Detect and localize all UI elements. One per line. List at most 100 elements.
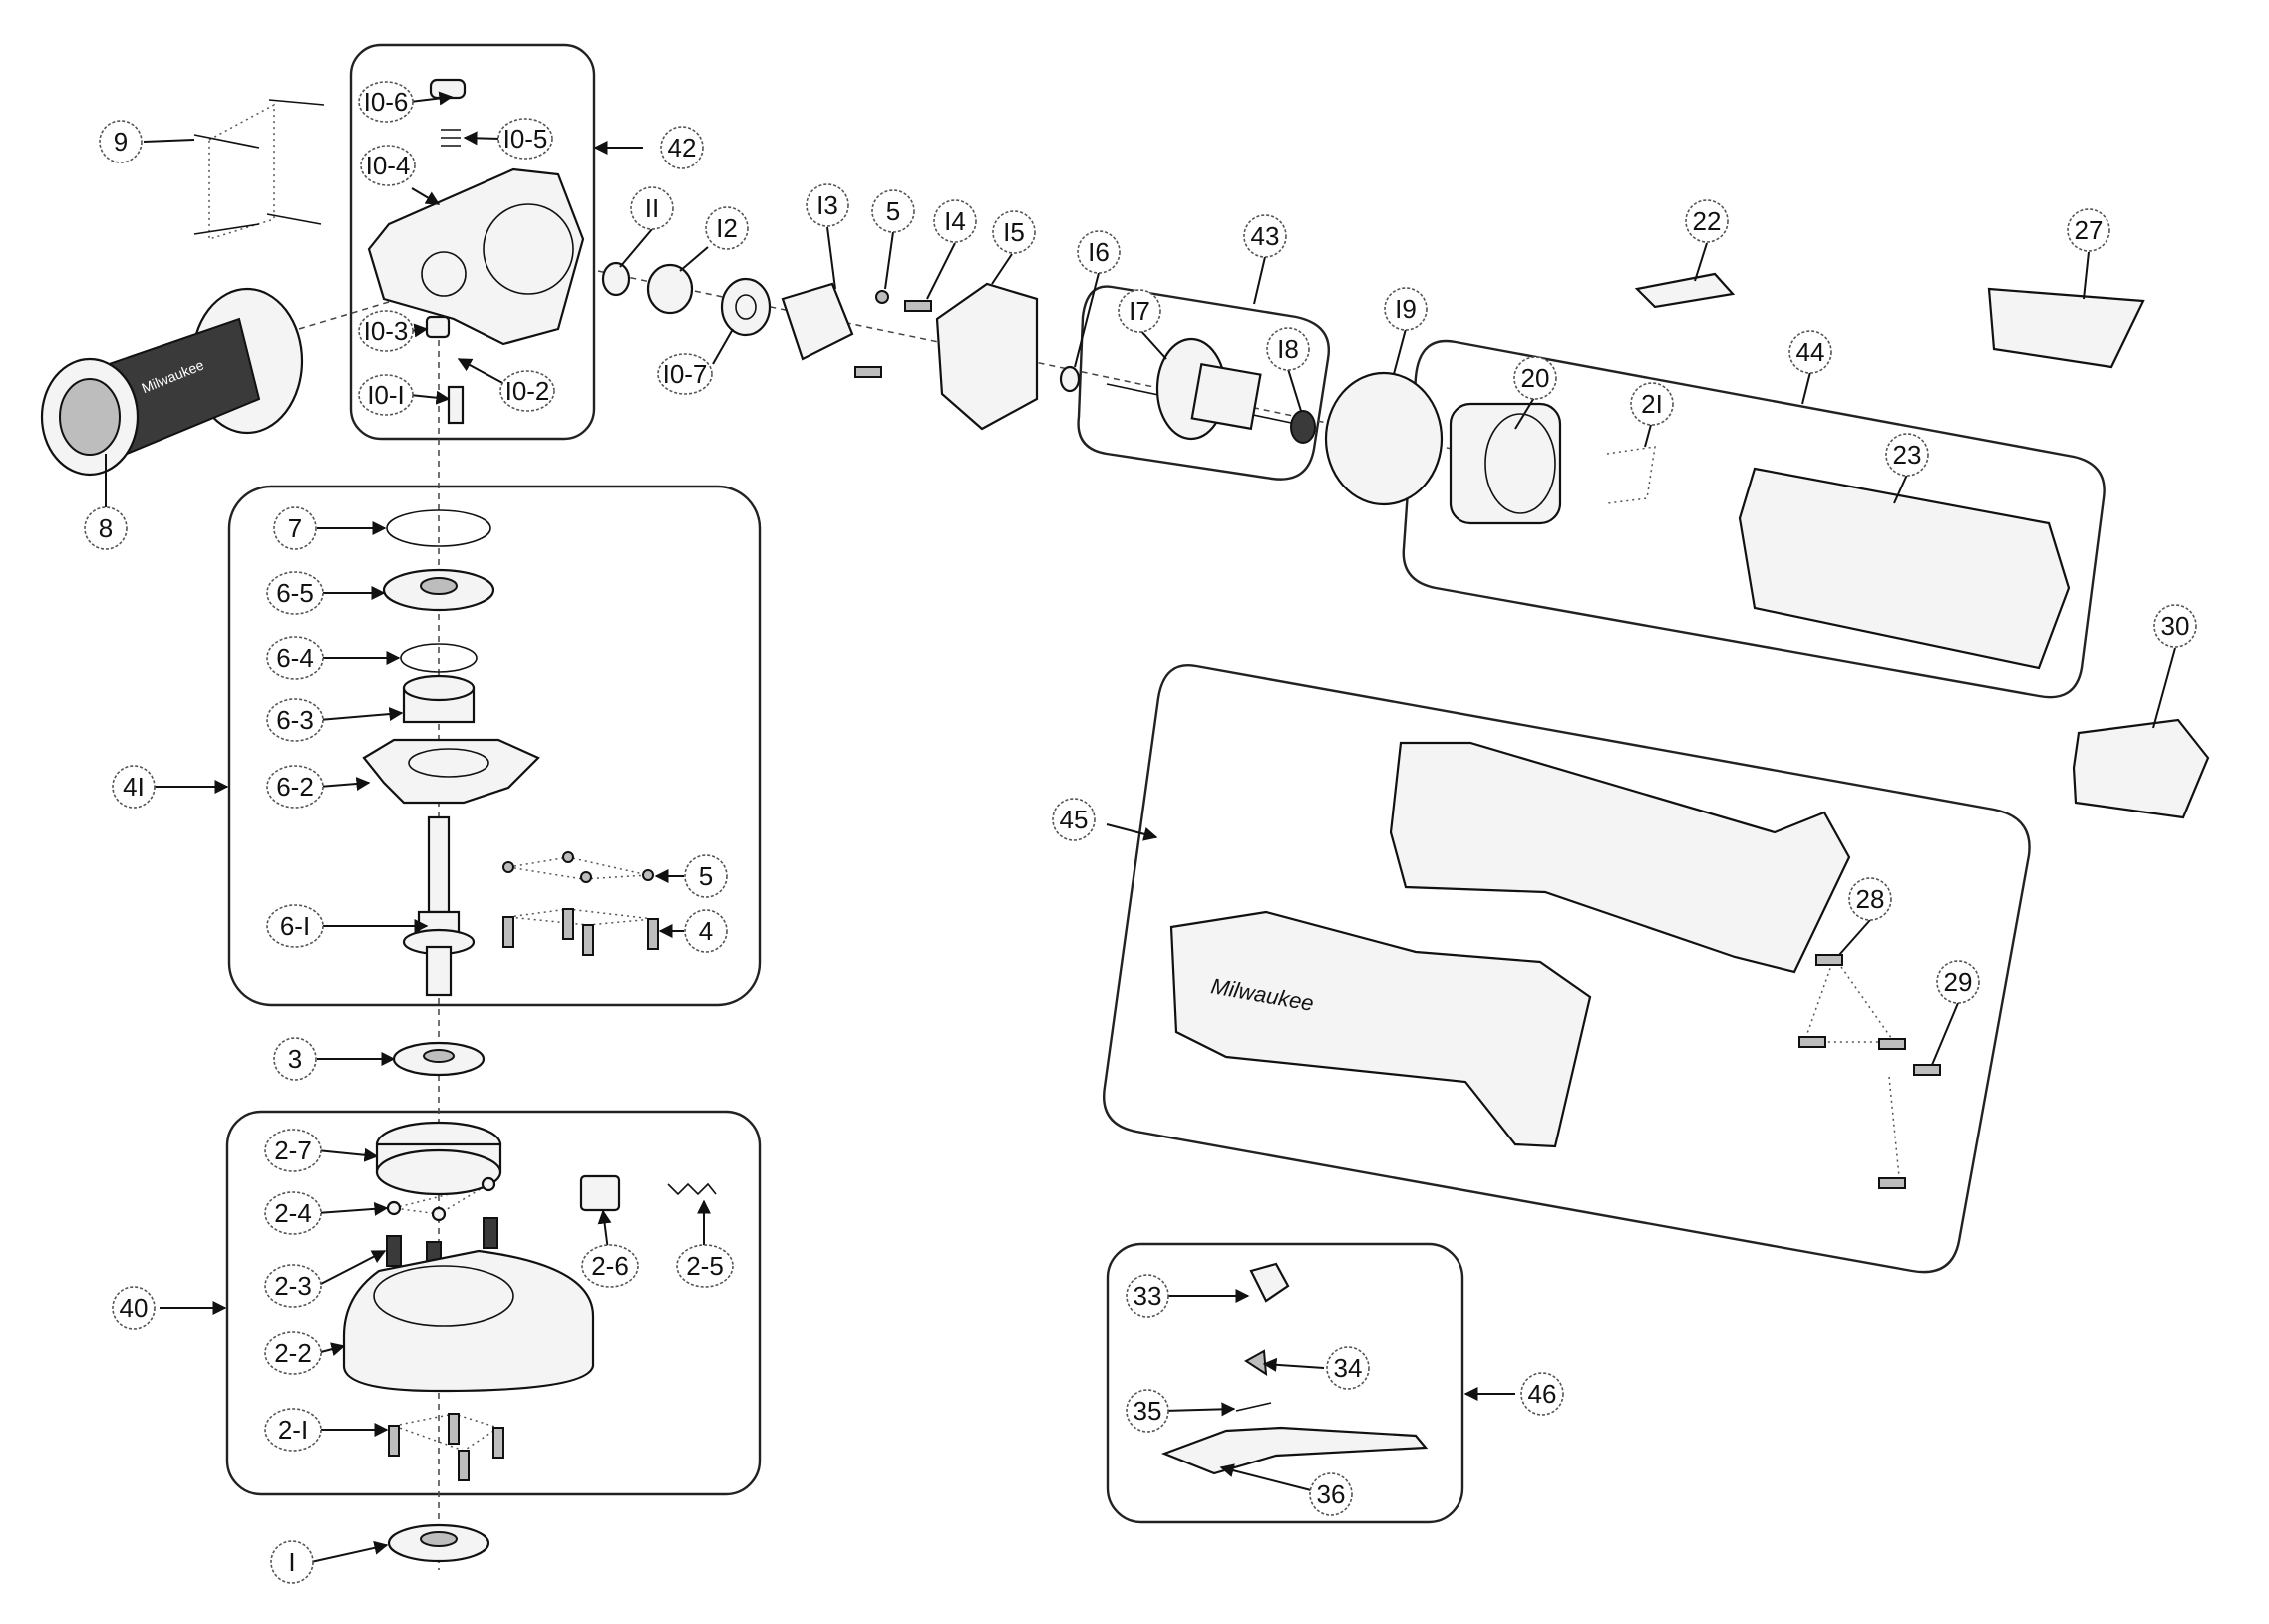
spindle-6-1 [402,815,476,997]
callout-45: 45 [1052,798,1096,841]
callout-2-1-text: 2-I [278,1415,308,1445]
callout-14: I4 [933,199,977,243]
screw-guide-2-1 [393,1413,500,1452]
callout-41: 4I [112,765,156,809]
callout-8: 8 [84,506,128,550]
callout-34: 34 [1326,1346,1370,1390]
callout-15: I5 [992,210,1036,254]
callout-1: I [270,1540,314,1584]
callout-18: I8 [1266,327,1310,371]
callout-10-3: I0-3 [358,310,414,352]
callout-1-text: I [288,1547,295,1577]
callout-2-6: 2-6 [581,1244,639,1288]
outer-flange-1 [387,1523,490,1563]
latch-cover-30 [2072,718,2210,819]
washer-16 [1059,365,1081,393]
callout-28-text: 28 [1856,884,1885,914]
callout-7-text: 7 [288,513,302,543]
bearing-retainer-6-5 [382,568,495,612]
bearing-housing-6-2 [362,738,540,805]
wheel-guard-2-2 [342,1249,595,1393]
callout-6-3: 6-3 [266,698,324,742]
callout-29-text: 29 [1944,967,1973,997]
screws-5-14 [854,290,932,378]
callout-6-3-text: 6-3 [276,705,314,735]
bearing-6-3 [402,674,476,724]
bearing-parts [601,261,772,337]
screw-guide-9 [208,103,275,241]
callout-10-4-text: I0-4 [366,151,411,180]
fan-baffle-15 [935,282,1039,431]
callout-40-text: 40 [120,1293,149,1323]
callout-21-text: 2I [1641,389,1663,419]
callout-2-3: 2-3 [264,1264,322,1308]
assembly-box-42 [349,43,596,441]
o-ring-7 [386,509,491,547]
callout-22-text: 22 [1693,206,1722,236]
callout-10-5-text: I0-5 [503,124,548,154]
callout-14-text: I4 [944,206,966,236]
callout-11-text: II [645,193,659,223]
callout-2-4-text: 2-4 [274,1198,312,1228]
assembly-box-43 [1077,285,1330,481]
callout-5-lower-text: 5 [699,861,713,891]
badge-22 [1634,272,1736,309]
callout-6-4: 6-4 [266,636,324,680]
screws-9 [193,99,325,235]
callout-10-2-text: I0-2 [505,376,550,406]
screw-guide-5 [507,856,649,880]
callout-10-7-text: I0-7 [663,359,708,389]
screw-guide-2-4 [393,1183,489,1215]
callout-4-text: 4 [699,916,713,946]
callout-30: 30 [2153,604,2197,648]
callout-2-2: 2-2 [264,1331,322,1375]
callout-2-7-text: 2-7 [274,1136,312,1165]
label-27 [1987,287,2145,369]
callout-10-6-text: I0-6 [364,87,409,117]
callout-20-text: 20 [1521,363,1550,393]
callout-6-1: 6-I [266,904,324,948]
callout-46: 46 [1520,1372,1564,1416]
screw-guide-29 [1888,1076,1900,1177]
callout-28: 28 [1848,877,1892,921]
callout-10-2: I0-2 [499,370,555,412]
callout-5-upper-text: 5 [886,196,900,226]
callout-2-5-text: 2-5 [686,1251,724,1281]
callout-27: 27 [2067,208,2110,252]
bearing-plate-13 [781,282,854,361]
callout-22: 22 [1685,199,1729,243]
callout-2-3-text: 2-3 [274,1271,312,1301]
screw-guide-4 [507,908,654,926]
callout-2-5: 2-5 [676,1244,734,1288]
callout-46-text: 46 [1528,1379,1557,1409]
callout-10-5: I0-5 [497,118,553,160]
callout-2-7: 2-7 [264,1129,322,1172]
callout-16: I6 [1077,230,1121,274]
screws-4-5 [502,851,659,956]
callout-5-lower: 5 [684,854,728,898]
callout-36: 36 [1309,1472,1353,1516]
callout-45-text: 45 [1060,805,1089,834]
callout-13-text: I3 [816,190,838,220]
screws-28-29 [1798,954,1941,1189]
callout-43: 43 [1243,214,1287,258]
inner-flange-3 [392,1041,486,1077]
callout-2-1: 2-I [264,1408,322,1452]
callout-36-text: 36 [1317,1479,1346,1509]
stator-20 [1449,402,1562,525]
callout-9: 9 [99,120,143,163]
callout-44-text: 44 [1796,337,1825,367]
callout-35: 35 [1126,1389,1169,1433]
callout-2-6-text: 2-6 [591,1251,629,1281]
screw-guide-28 [1802,956,1896,1043]
callout-12: I2 [705,206,749,250]
callout-29: 29 [1936,960,1980,1004]
callout-42: 42 [660,126,704,169]
callout-2-4: 2-4 [264,1191,322,1235]
callout-27-text: 27 [2075,215,2104,245]
callout-44: 44 [1788,330,1832,374]
callout-21: 2I [1630,382,1674,426]
assembly-box-44 [1402,339,2106,699]
retaining-ring-6-4 [400,643,478,673]
callout-40: 40 [112,1286,156,1330]
